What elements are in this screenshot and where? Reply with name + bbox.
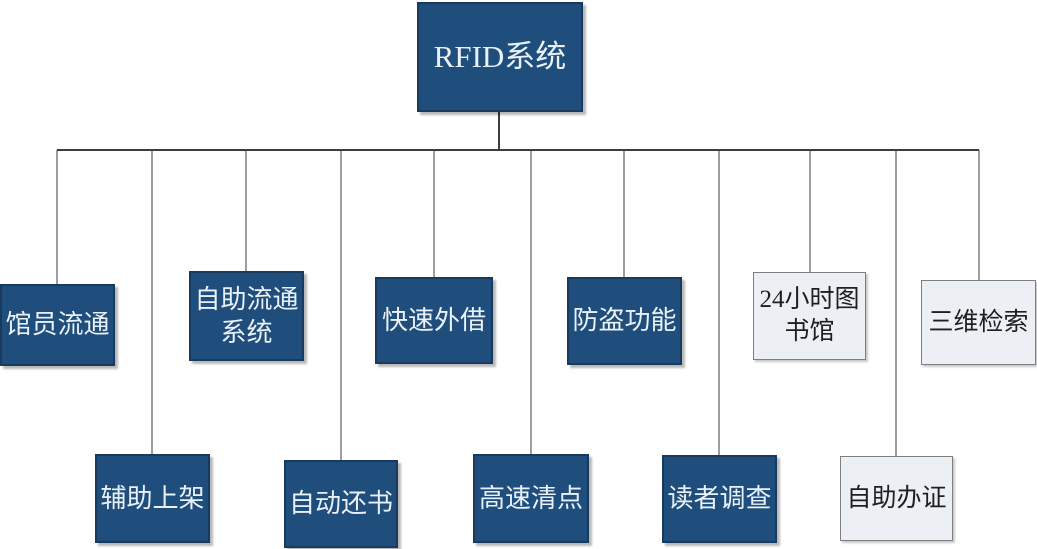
node-self-service-circulation-system: 自助流通系统 [189, 271, 304, 361]
node-label: 快速外借 [381, 305, 486, 335]
node-label: 高速清点 [478, 483, 583, 513]
node-label: 防盗功能 [572, 306, 677, 336]
node-label: 读者调查 [667, 484, 772, 514]
node-anti-theft: 防盗功能 [567, 277, 682, 365]
node-label: 自助办证 [846, 484, 947, 512]
node-label: 自动还书 [289, 489, 394, 519]
node-label: RFID系统 [433, 39, 567, 75]
node-label: 24小时图书馆 [759, 286, 860, 345]
node-3d-search: 三维检索 [921, 280, 1036, 365]
node-shelving-assist: 辅助上架 [95, 454, 210, 543]
node-label: 馆员流通 [5, 310, 110, 340]
node-rfid-system: RFID系统 [417, 2, 583, 112]
node-quick-checkout: 快速外借 [375, 277, 493, 364]
node-staff-circulation: 馆员流通 [0, 284, 115, 366]
node-24-hour-library: 24小时图书馆 [753, 272, 866, 360]
node-self-service-card: 自助办证 [840, 456, 953, 541]
node-label: 自助流通系统 [194, 284, 299, 347]
node-reader-survey: 读者调查 [662, 455, 777, 543]
node-label: 辅助上架 [100, 483, 205, 513]
node-high-speed-inventory: 高速清点 [473, 454, 589, 543]
node-auto-book-return: 自动还书 [284, 460, 398, 548]
node-label: 三维检索 [928, 308, 1029, 336]
